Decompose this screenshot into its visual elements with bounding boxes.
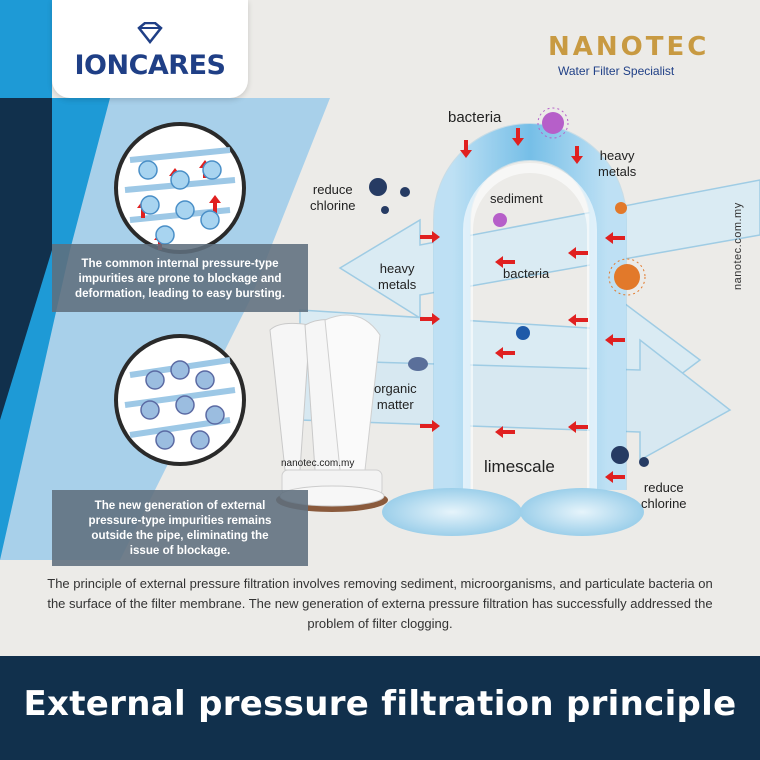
red-arrow-icon: [605, 334, 625, 346]
left-splash: [382, 488, 522, 536]
navy-band: [0, 98, 52, 420]
right-splash: [520, 488, 644, 536]
red-arrow-icon: [495, 347, 515, 359]
red-arrow-icon: [495, 426, 515, 438]
nanotec-tagline: Water Filter Specialist: [558, 64, 675, 78]
red-arrow-icon: [568, 314, 588, 326]
ioncares-logo: IONCARES: [52, 0, 248, 98]
red-arrow-icon: [512, 128, 524, 146]
internal-pressure-note: The common internal pressure-type impuri…: [52, 244, 308, 312]
nanotec-logo: NANOTEC: [548, 32, 710, 62]
chlorine-molecule-bottom-icon: [611, 446, 649, 467]
label-heavy-metals-top: heavy metals: [598, 148, 637, 179]
chlorine-molecule-icon: [369, 178, 410, 214]
impurity-particle-icon: [200, 210, 220, 230]
impurity-particle-icon: [195, 370, 215, 390]
label-reduce-chlorine-bottom: reduce chlorine: [641, 480, 687, 511]
label-reduce-chlorine-top: reduce chlorine: [310, 182, 356, 213]
impurity-particle-icon: [138, 160, 158, 180]
impurity-particle-icon: [202, 160, 222, 180]
red-arrow-icon: [495, 256, 515, 268]
small-virus-icon: [615, 202, 627, 214]
footer-title: External pressure filtration principle: [23, 684, 737, 724]
impurity-particle-icon: [190, 430, 210, 450]
outer-u-tube: [434, 124, 626, 490]
footer-banner: External pressure filtration principle: [0, 656, 760, 760]
label-sediment: sediment: [490, 191, 543, 206]
external-pressure-note: The new generation of external pressure-…: [52, 490, 308, 566]
impurity-particle-icon: [140, 195, 160, 215]
label-organic-matter: organic matter: [374, 381, 417, 412]
red-arrow-icon: [568, 421, 588, 433]
internal-pressure-note-text: The common internal pressure-type impuri…: [74, 256, 285, 300]
inner-u-tube: [463, 163, 597, 490]
label-heavy-metals-left: heavy metals: [378, 261, 417, 292]
impurity-particle-icon: [175, 395, 195, 415]
red-arrow-icon: [605, 232, 625, 244]
impurity-particle-icon: [140, 400, 160, 420]
red-arrow-icon: [209, 195, 221, 213]
blue-corner-band: [0, 0, 52, 98]
red-arrow-icon: [460, 140, 472, 158]
watermark-url: nanotec.com.my: [281, 458, 355, 469]
impurity-particle-icon: [155, 225, 175, 245]
impurity-particle-icon: [155, 430, 175, 450]
virus-icon: [608, 258, 646, 296]
bacteria-icon: [537, 107, 569, 139]
impurity-particle-icon: [205, 405, 225, 425]
impurity-particle-icon: [175, 200, 195, 220]
impurity-particle-icon: [145, 370, 165, 390]
label-bacteria-top: bacteria: [448, 109, 502, 126]
blue-particle-icon: [516, 326, 530, 340]
outer-u-tube-shadow: [433, 123, 627, 490]
organic-matter-icon: [408, 357, 428, 371]
side-url: nanotec.com.my: [732, 202, 744, 290]
description-text: The principle of external pressure filtr…: [47, 576, 713, 631]
diamond-icon: [137, 22, 163, 44]
red-arrow-icon: [571, 146, 583, 164]
impurity-particle-icon: [170, 360, 190, 380]
red-arrow-icon: [568, 247, 588, 259]
light-blue-band: [0, 98, 330, 560]
label-limescale: limescale: [484, 457, 555, 476]
impurity-particle-icon: [170, 170, 190, 190]
label-bacteria-mid: bacteria: [503, 266, 550, 281]
external-pressure-note-text: The new generation of external pressure-…: [88, 499, 272, 557]
sediment-particle-icon: [493, 213, 507, 227]
ioncares-logo-text: IONCARES: [74, 50, 227, 81]
red-arrow-icon: [420, 231, 440, 243]
red-arrow-icon: [420, 420, 440, 432]
red-arrow-icon: [420, 313, 440, 325]
red-arrow-icon: [605, 471, 625, 483]
